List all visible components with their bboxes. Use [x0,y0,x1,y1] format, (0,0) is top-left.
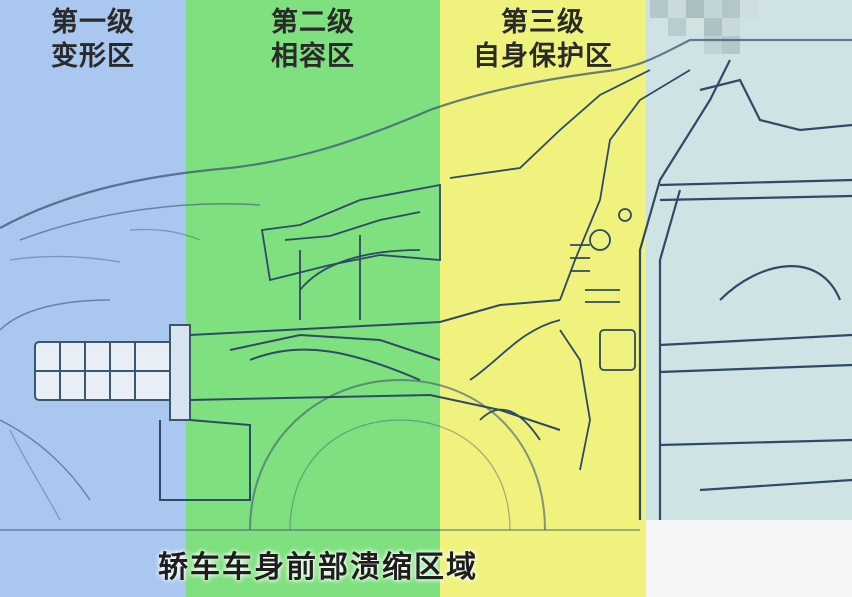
front-rail [159,299,561,501]
zone-3-label: 第三级 自身保护区 [440,6,646,74]
zone-1-name: 变形区 [51,41,135,72]
zone-1-title: 第一级 [51,7,135,38]
zone-2-title: 第二级 [271,7,355,38]
front-bumper [0,299,111,501]
zone-3-title: 第三级 [501,7,585,38]
car-body-outline [0,38,852,229]
wheel-arch-inner [289,419,511,531]
cabin-area [646,0,852,540]
zone-2-band [186,0,440,597]
zone-1-band [0,0,186,597]
front-fascia-details [9,228,201,521]
firewall-structure [449,69,691,471]
zone-3-name: 自身保护区 [473,41,613,72]
shock-tower [260,183,441,320]
hood-line [19,203,261,241]
passenger-cage [638,59,852,520]
diagram-caption: 轿车车身前部溃缩区域 [158,550,478,585]
zone-1-label: 第一级 变形区 [8,6,178,74]
crash-box [34,324,191,421]
bottom-strip [646,520,852,597]
zone-2-name: 相容区 [271,41,355,72]
zone-2-label: 第二级 相容区 [218,6,408,74]
wheel-arch [249,378,546,531]
